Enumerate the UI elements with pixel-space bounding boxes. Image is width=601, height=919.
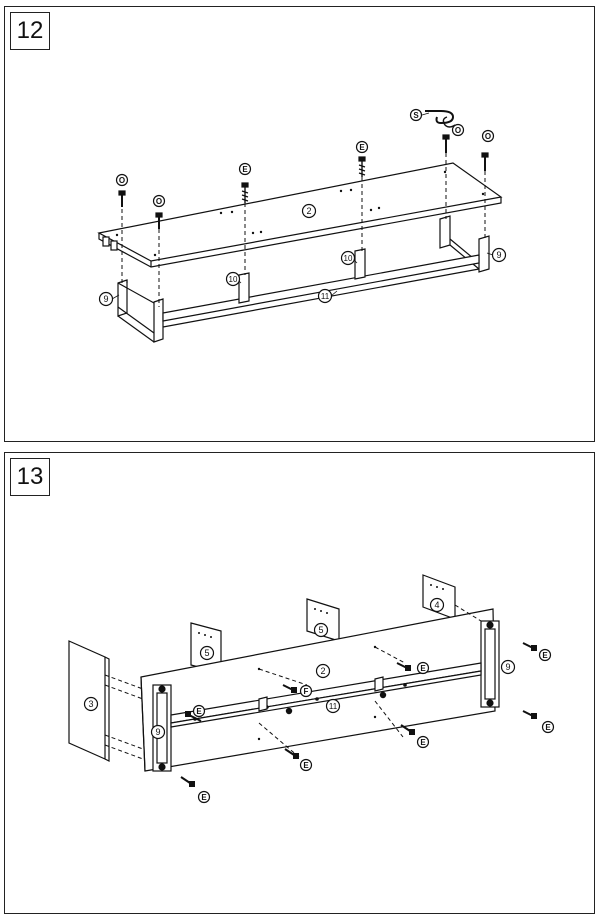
screw-o-3 bbox=[442, 134, 450, 153]
screws bbox=[118, 110, 489, 229]
screw-o-label-3: O bbox=[455, 126, 461, 135]
screw-o-label-2: O bbox=[156, 197, 162, 206]
part-label-divider-right: 4 bbox=[434, 600, 439, 610]
step-number: 12 bbox=[10, 12, 50, 50]
rail bbox=[170, 662, 482, 728]
part-label-top-panel: 2 bbox=[320, 666, 325, 676]
part-label-divider-left: 5 bbox=[204, 648, 209, 658]
part-label-frame-right: 9 bbox=[505, 662, 510, 672]
top-holes bbox=[115, 170, 485, 257]
frame-right bbox=[480, 620, 500, 708]
leader-lines bbox=[111, 112, 494, 300]
screw-e-label-f: E bbox=[303, 761, 309, 770]
step-12-panel: 12 bbox=[4, 6, 595, 442]
screw-o-1 bbox=[118, 190, 126, 207]
screw-e-label-d: E bbox=[545, 723, 551, 732]
part-label-side-panel: 3 bbox=[88, 699, 93, 709]
alignment-lines bbox=[104, 604, 482, 760]
screw-e-label-a: E bbox=[196, 707, 202, 716]
allen-key-label: S bbox=[413, 111, 419, 120]
screw-e-label-b: E bbox=[420, 664, 426, 673]
screw-e-label-1: E bbox=[242, 165, 248, 174]
screw-o-2 bbox=[155, 212, 163, 229]
screws bbox=[180, 642, 537, 787]
screw-f-label: F bbox=[304, 687, 309, 696]
part-label-leg-left: 9 bbox=[103, 294, 108, 304]
part-label-support-right: 10 bbox=[344, 254, 353, 263]
screw-o-label-1: O bbox=[119, 176, 125, 185]
screw-e-label-c: E bbox=[542, 651, 548, 660]
screw-o-label-4: O bbox=[485, 132, 491, 141]
step-number: 13 bbox=[10, 458, 50, 496]
part-label-top-panel: 2 bbox=[306, 206, 311, 216]
screw-e-label-g: E bbox=[201, 793, 207, 802]
step-13-panel: 13 bbox=[4, 452, 595, 914]
part-label-leg-right: 9 bbox=[496, 250, 501, 260]
screw-e-2 bbox=[358, 156, 366, 177]
screw-e-label-2: E bbox=[359, 143, 365, 152]
callouts bbox=[83, 597, 555, 804]
allen-key bbox=[425, 110, 456, 128]
part-label-rail: 11 bbox=[329, 702, 338, 711]
step-12-drawing: O O E E O O S 2 9 9 10 10 11 bbox=[97, 108, 507, 343]
alignment-lines bbox=[121, 153, 486, 307]
base-frame bbox=[117, 215, 490, 343]
top-panel bbox=[97, 162, 503, 268]
screw-o-4 bbox=[481, 152, 489, 171]
screw-e-label-e: E bbox=[420, 738, 426, 747]
part-label-base-rail: 11 bbox=[321, 292, 330, 301]
part-label-divider-mid: 5 bbox=[318, 625, 323, 635]
part-label-frame-left: 9 bbox=[155, 727, 160, 737]
step-13-drawing: E E F E E E E E 2 3 4 5 5 9 9 11 bbox=[68, 574, 555, 804]
screw-e-1 bbox=[241, 182, 249, 203]
callouts bbox=[98, 108, 507, 307]
part-label-support-left: 10 bbox=[229, 275, 238, 284]
